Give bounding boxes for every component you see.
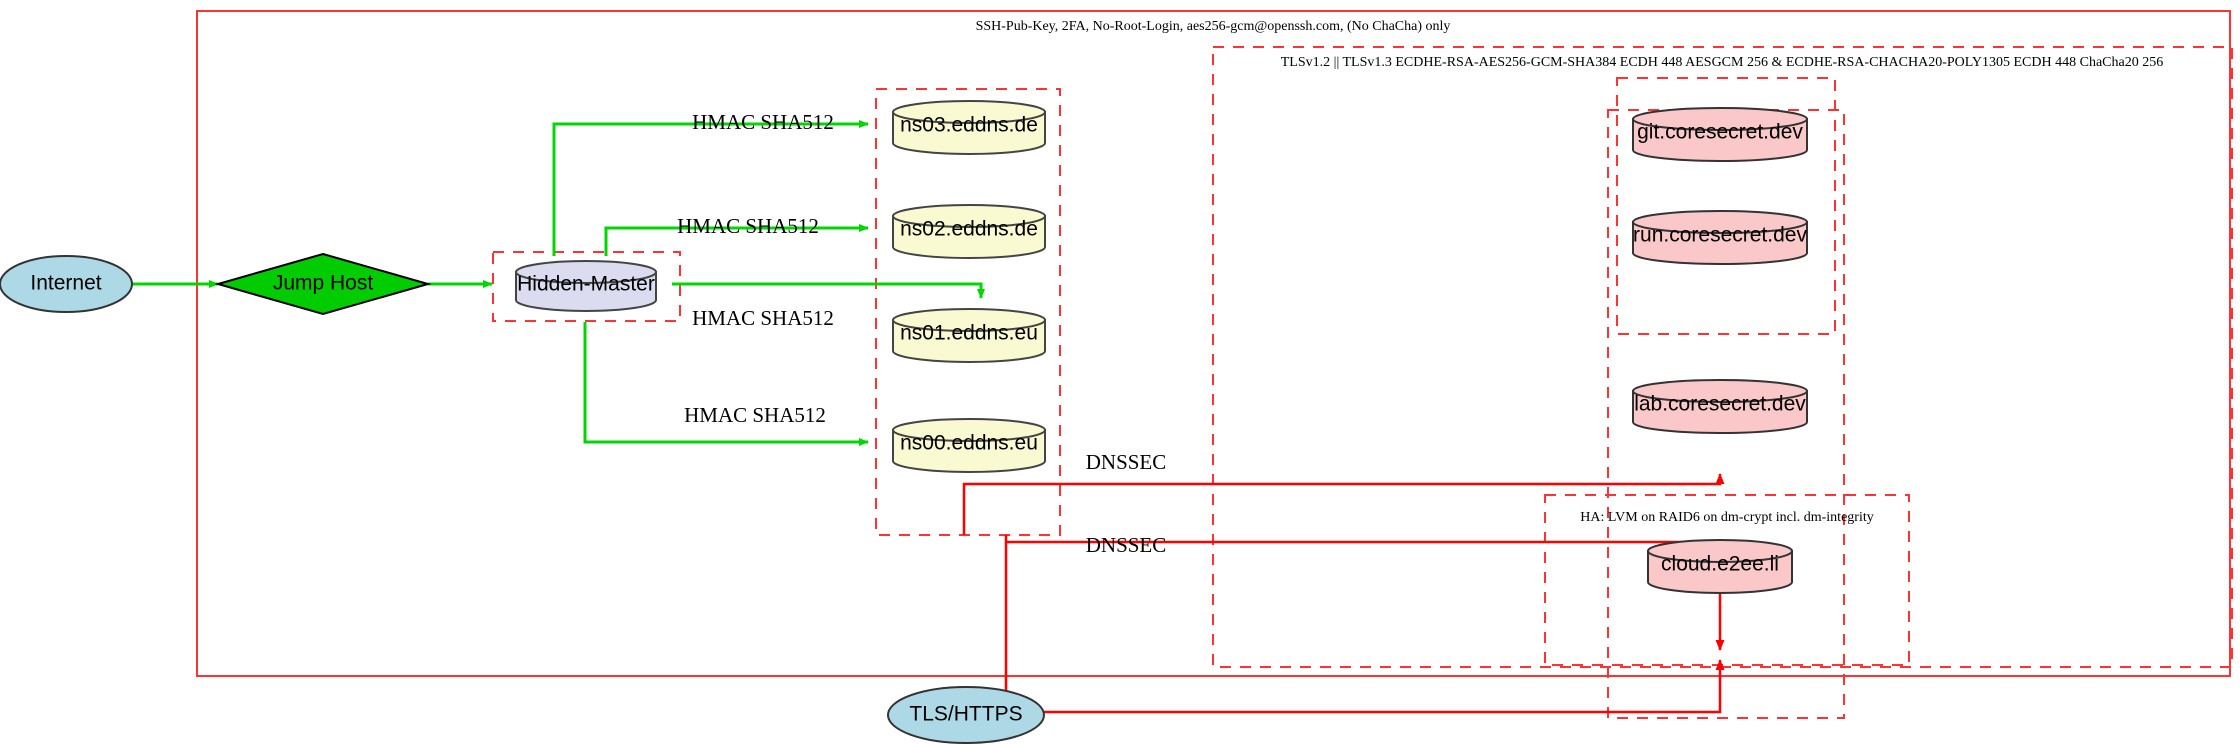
edge-hiddenmaster-ns03 (552, 120, 869, 256)
edge-dnssec-coresecret (962, 473, 1725, 535)
edge-label-hmac-ns01: HMAC SHA512 (692, 306, 834, 330)
edge-label-dnssec-top: DNSSEC (1086, 450, 1167, 474)
node-internet-label: Internet (30, 272, 101, 295)
node-internet[interactable] (0, 255, 133, 313)
node-hidden-master[interactable] (515, 260, 657, 312)
node-ns02[interactable] (892, 204, 1046, 259)
node-lab-coresecret-label: lab.coresecret.dev (1634, 393, 1806, 416)
node-ns01-label: ns01.eddns.eu (900, 322, 1038, 345)
cluster-outer (196, 10, 2231, 677)
cluster-dns (875, 88, 1061, 536)
node-cloud-e2ee-label: cloud.e2ee.li (1661, 553, 1779, 576)
edge-hiddenmaster-ns00 (583, 322, 869, 446)
cluster-coresecret-inner (1616, 77, 1836, 335)
cluster-ha-label: HA: LVM on RAID6 on dm-crypt incl. dm-in… (1580, 510, 1873, 525)
node-cloud-e2ee[interactable] (1647, 539, 1793, 594)
cluster-tls-label: TLSv1.2 || TLSv1.3 ECDHE-RSA-AES256-GCM-… (1281, 55, 2163, 70)
node-ns03[interactable] (892, 100, 1046, 155)
edge-label-hmac-ns00: HMAC SHA512 (684, 403, 826, 427)
node-jumphost[interactable] (214, 252, 432, 316)
node-git-coresecret[interactable] (1632, 107, 1808, 162)
edge-hiddenmaster-ns02 (604, 224, 869, 256)
edge-label-hmac-ns03: HMAC SHA512 (692, 110, 834, 134)
node-tls-https-label: TLS/HTTPS (909, 703, 1022, 726)
cluster-coresecret (1607, 109, 1845, 719)
node-ns02-label: ns02.eddns.de (900, 218, 1038, 241)
node-ns03-label: ns03.eddns.de (900, 114, 1038, 137)
node-ns00[interactable] (892, 418, 1046, 473)
edge-label-hmac-ns02: HMAC SHA512 (677, 214, 819, 238)
node-lab-coresecret[interactable] (1632, 379, 1808, 434)
node-ns01[interactable] (892, 308, 1046, 363)
cluster-outer-label: SSH-Pub-Key, 2FA, No-Root-Login, aes256-… (976, 19, 1451, 34)
edge-tlshttps-coresecret (1010, 659, 1725, 714)
node-tls-https[interactable] (887, 686, 1045, 744)
node-ns00-label: ns00.eddns.eu (900, 432, 1038, 455)
node-run-coresecret[interactable] (1632, 210, 1808, 265)
edge-hiddenmaster-ns01 (672, 282, 985, 299)
node-run-coresecret-label: run.coresecret.dev (1633, 224, 1807, 247)
node-hidden-master-label: Hidden-Master (517, 273, 655, 296)
node-jumphost-label: Jump Host (273, 272, 374, 295)
cluster-hidden-master (492, 251, 681, 322)
edge-label-dnssec-bottom: DNSSEC (1086, 533, 1167, 557)
cluster-ha (1544, 494, 1910, 666)
edge-dnssec-ha (1004, 535, 1725, 651)
node-git-coresecret-label: git.coresecret.dev (1637, 121, 1803, 144)
